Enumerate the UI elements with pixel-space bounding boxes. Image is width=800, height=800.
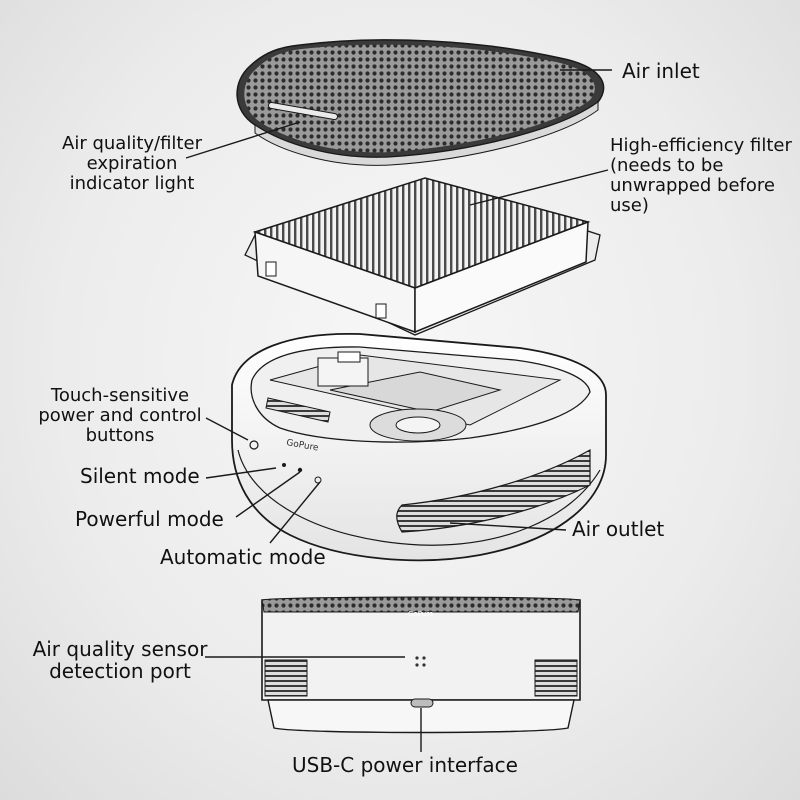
label-silent-mode: Silent mode — [80, 464, 200, 488]
label-usb-c: USB-C power interface — [292, 753, 518, 777]
label-touch-buttons: Touch-sensitive power and control button… — [38, 385, 202, 446]
main-body: GoPure — [231, 332, 607, 562]
leader-lines — [185, 69, 612, 752]
air-inlet-cover — [236, 39, 605, 166]
label-sensor-port: Air quality sensor detection port — [32, 637, 208, 683]
label-air-inlet: Air inlet — [622, 59, 700, 83]
indicator-light — [267, 101, 339, 121]
label-automatic-mode: Automatic mode — [160, 545, 326, 569]
label-indicator-light: Air quality/filter expiration indicator … — [62, 133, 202, 194]
powerful-mode-button[interactable] — [297, 467, 303, 473]
sensor-port — [415, 656, 426, 667]
label-powerful-mode: Powerful mode — [75, 507, 224, 531]
silent-mode-button[interactable] — [282, 463, 286, 467]
power-icon[interactable] — [249, 440, 259, 450]
filter-cartridge — [244, 177, 601, 336]
automatic-mode-button[interactable] — [314, 476, 322, 484]
air-outlet-vent — [396, 448, 591, 533]
usb-c-port — [410, 698, 434, 708]
bottom-logo: GoPure — [408, 610, 433, 618]
label-air-outlet: Air outlet — [572, 517, 665, 541]
label-filter: High-efficiency filter (needs to be unwr… — [610, 135, 792, 216]
